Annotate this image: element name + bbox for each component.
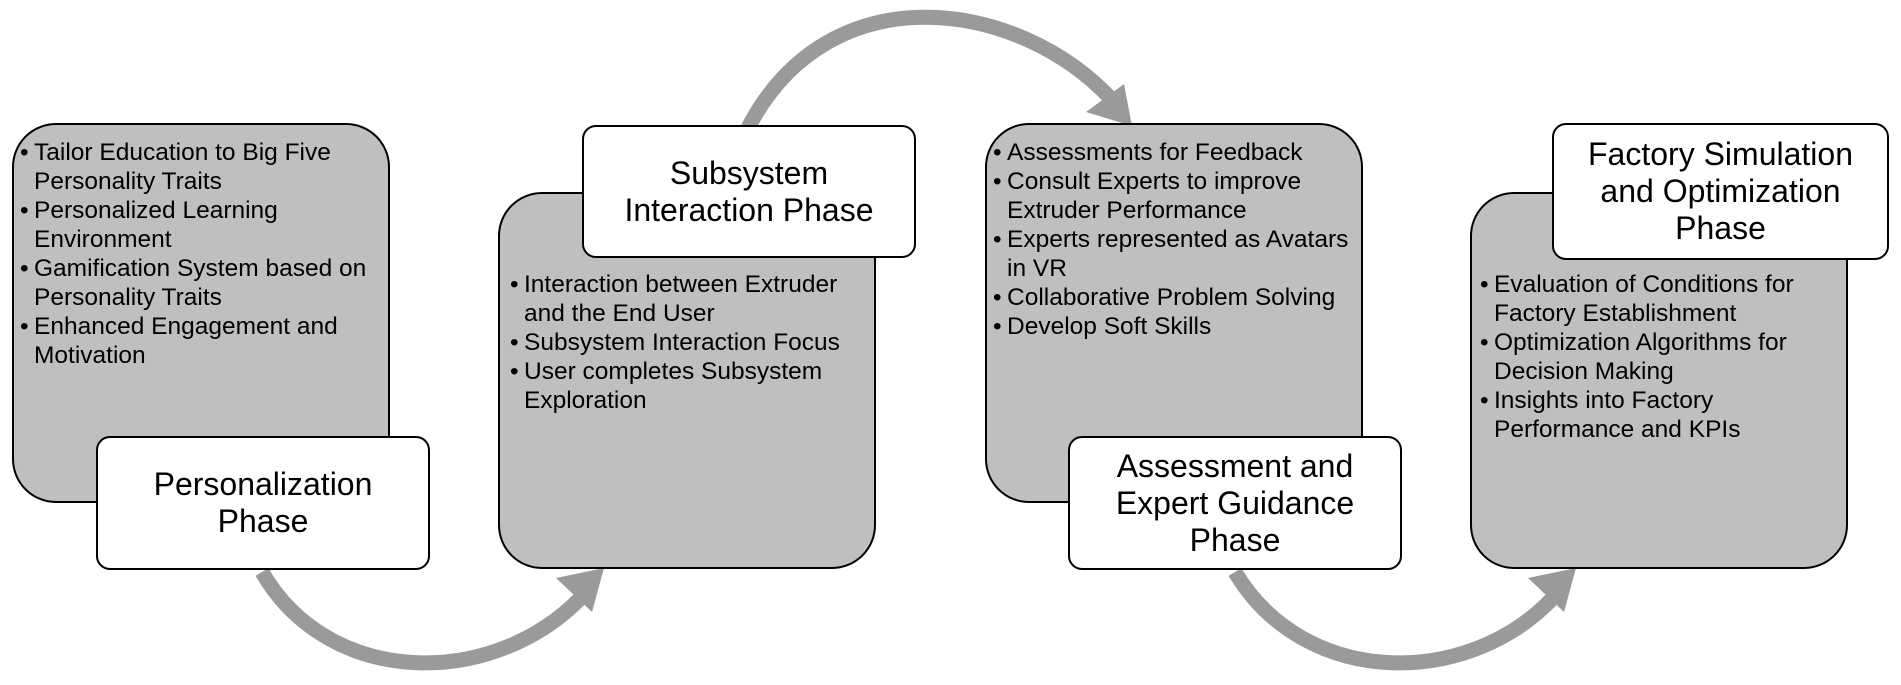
arrow-phase1-to-phase2 <box>255 568 594 671</box>
arrowhead-2 <box>1086 84 1132 126</box>
bullet-item: Evaluation of Conditions for Factory Est… <box>1480 270 1842 328</box>
bullet-item: Consult Experts to improve Extruder Perf… <box>993 167 1357 225</box>
arrow-phase3-to-phase4 <box>1228 568 1566 671</box>
bullet-item: Enhanced Engagement and Motivation <box>20 312 382 370</box>
bullets-personalization: Tailor Education to Big Five Personality… <box>20 138 382 370</box>
bullet-item: Interaction between Extruder and the End… <box>510 270 870 328</box>
bullet-item: Tailor Education to Big Five Personality… <box>20 138 382 196</box>
label-assessment-guidance-phase: Assessment and Expert Guidance Phase <box>1068 436 1402 570</box>
bullet-item: Develop Soft Skills <box>993 312 1357 341</box>
label-factory-simulation-phase: Factory Simulation and Optimization Phas… <box>1552 123 1889 260</box>
bullet-item: Assessments for Feedback <box>993 138 1357 167</box>
arrowhead-1 <box>556 568 604 612</box>
bullet-item: Collaborative Problem Solving <box>993 283 1357 312</box>
label-personalization-phase: Personalization Phase <box>96 436 430 570</box>
bullet-item: Personalized Learning Environment <box>20 196 382 254</box>
bullet-item: Insights into Factory Performance and KP… <box>1480 386 1842 444</box>
bullet-item: User completes Subsystem Exploration <box>510 357 870 415</box>
bullets-subsystem-interaction: Interaction between Extruder and the End… <box>510 270 870 415</box>
bullets-assessment-guidance: Assessments for Feedback Consult Experts… <box>993 138 1357 341</box>
arrowhead-3 <box>1528 568 1576 612</box>
bullet-item: Subsystem Interaction Focus <box>510 328 870 357</box>
bullets-factory-simulation: Evaluation of Conditions for Factory Est… <box>1480 270 1842 444</box>
bullet-item: Gamification System based on Personality… <box>20 254 382 312</box>
bullet-item: Optimization Algorithms for Decision Mak… <box>1480 328 1842 386</box>
bullet-item: Experts represented as Avatars in VR <box>993 225 1357 283</box>
label-subsystem-interaction-phase: Subsystem Interaction Phase <box>582 125 916 258</box>
arrow-phase2-to-phase3 <box>741 9 1118 132</box>
